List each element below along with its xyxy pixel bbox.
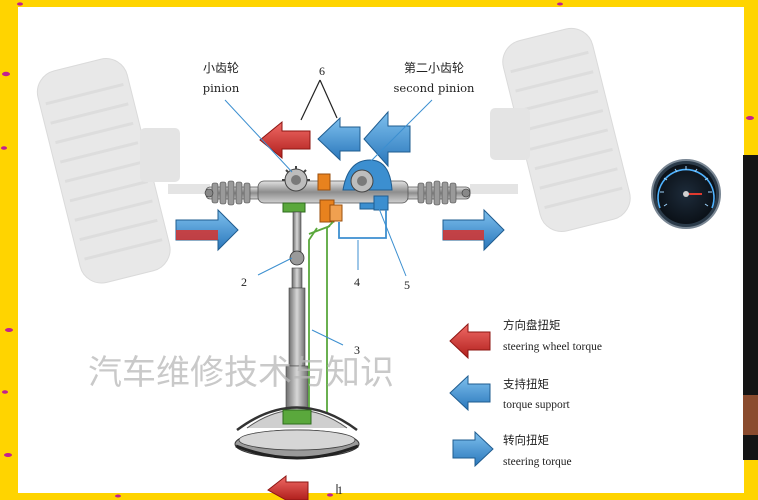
blue-right-arrow-icon — [452, 430, 494, 468]
number-2: 2 — [241, 275, 247, 289]
pinion-gear — [282, 166, 310, 192]
left-wheel — [36, 58, 210, 284]
steering-column — [285, 211, 309, 411]
legend-item-torque-support: 支持扭矩 torque support — [449, 374, 571, 412]
blue-left-arrow-icon — [449, 374, 491, 412]
speedometer-icon — [651, 159, 721, 229]
second-pinion-label-en: second pinion — [394, 81, 476, 95]
legend-item-steering-wheel-torque: 方向盘扭矩 steering wheel torque — [449, 318, 602, 360]
right-wheel — [470, 27, 631, 232]
support-lines — [338, 210, 387, 239]
red-arrow-icon — [449, 322, 491, 360]
steering-wheel — [234, 406, 360, 460]
second-pinion — [342, 159, 393, 211]
sensor-signal-lines — [308, 221, 334, 412]
svg-text:转向扭矩: 转向扭矩 — [503, 433, 549, 447]
legend-item-steering-torque: 转向扭矩 steering torque — [452, 430, 572, 468]
svg-text:steering torque: steering torque — [503, 456, 572, 468]
torque-arrows — [259, 110, 411, 168]
pinion-label-cn: 小齿轮 — [203, 61, 239, 75]
torque-sensor — [282, 202, 306, 213]
leader-6 — [300, 79, 338, 121]
watermark: 汽车维修技术与知识 — [88, 353, 394, 393]
number-1: 1 — [337, 483, 343, 497]
number-4: 4 — [354, 275, 360, 289]
legend: 方向盘扭矩 steering wheel torque 支持扭矩 torque … — [449, 318, 602, 468]
svg-text:steering wheel torque: steering wheel torque — [503, 341, 602, 353]
svg-text:支持扭矩: 支持扭矩 — [503, 377, 549, 391]
input-torque-arrow — [267, 474, 309, 500]
video-inset — [743, 155, 758, 460]
svg-text:方向盘扭矩: 方向盘扭矩 — [503, 318, 561, 332]
second-pinion-label-cn: 第二小齿轮 — [404, 61, 464, 75]
leader-lines — [224, 99, 433, 346]
steering-force-arrows — [175, 208, 505, 252]
number-3: 3 — [354, 343, 360, 357]
motor-unit — [317, 173, 343, 223]
steering-rack — [204, 180, 471, 206]
number-6: 6 — [319, 64, 325, 78]
number-5: 5 — [404, 278, 410, 292]
pinion-label-en: pinion — [203, 81, 240, 95]
svg-text:torque support: torque support — [503, 399, 571, 411]
